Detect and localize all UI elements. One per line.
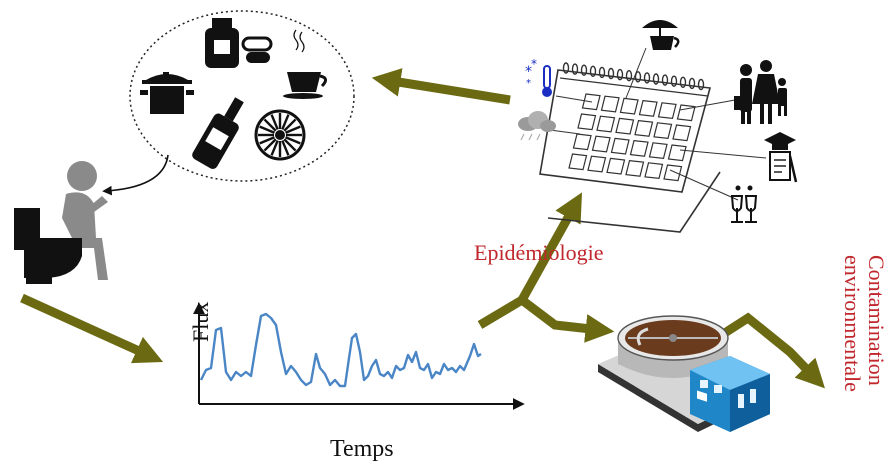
arrow-to-contamination [703, 312, 825, 389]
chart-y-label: Flux [188, 301, 213, 342]
chart-series-line [199, 312, 482, 388]
arrow-to-calendar [518, 192, 583, 303]
coffee-cup-icon [283, 29, 327, 99]
graduation-cap-icon [764, 132, 798, 183]
arrow-person-to-flux [20, 293, 164, 364]
arrow-to-plant-and-epidemiology [477, 294, 615, 343]
epidemiology-label: Epidémiologie [474, 240, 604, 265]
wine-bottle-icon [192, 97, 244, 169]
medicine-bottle-icon [205, 18, 239, 68]
umbrella-cup-icon [642, 20, 680, 50]
tobacco-wheel-icon [254, 109, 306, 161]
family-icon [734, 60, 787, 124]
svg-text:*: * [525, 64, 532, 80]
chart-x-label: Temps [330, 436, 394, 462]
thermometer-snow-icon: * * * [525, 57, 552, 97]
flux-chart [193, 302, 525, 410]
thought-link [102, 154, 169, 196]
treatment-plant-icon [598, 315, 770, 432]
arrow-to-bubble [371, 68, 511, 105]
rain-cloud-icon [518, 111, 556, 141]
champagne-glasses-icon [730, 185, 758, 223]
svg-text:*: * [531, 57, 537, 71]
svg-text:*: * [526, 78, 531, 89]
consumption-bubble [129, 10, 355, 182]
environmental-contamination-label: Contamination environmentale [840, 255, 889, 392]
flow-arrows [20, 68, 825, 389]
calendar-icon [539, 47, 767, 233]
cooking-pot-icon [140, 72, 194, 114]
pills-icon [241, 36, 273, 63]
person-on-toilet-icon [14, 161, 108, 284]
